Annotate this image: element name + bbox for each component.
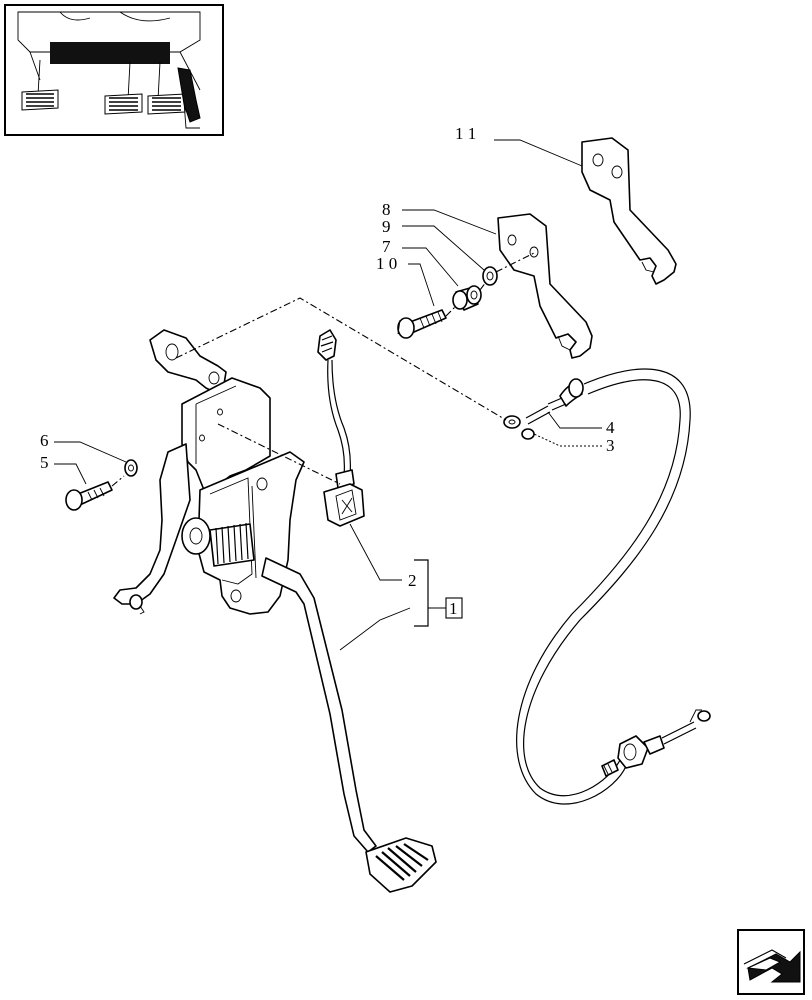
- washer-6: [124, 459, 138, 477]
- callout-3: 3: [606, 436, 615, 455]
- callout-labels: 1 1 8 9 7 1 0 6 5 4 3 2 1: [40, 124, 615, 619]
- bracket-8: [497, 213, 593, 359]
- callout-11: 1 1: [455, 124, 476, 143]
- next-page-arrow-icon[interactable]: [737, 929, 805, 995]
- axis-line-bolt5: [111, 475, 125, 487]
- assembly-line-main: [175, 297, 507, 421]
- callout-5: 5: [40, 453, 49, 472]
- bolt-10: [397, 309, 447, 339]
- bracket-11: [581, 137, 677, 285]
- callout-6: 6: [40, 431, 49, 450]
- return-spring: [181, 517, 255, 567]
- callout-7: 7: [382, 237, 391, 256]
- callout-8: 8: [382, 200, 391, 219]
- leader-lines: [54, 139, 602, 651]
- clutch-pedal: [261, 557, 437, 893]
- pedal-switch: [317, 329, 365, 527]
- bolt-5: [65, 481, 113, 511]
- thumbnail-cab-floor: [17, 11, 201, 101]
- location-thumbnail[interactable]: [4, 4, 224, 136]
- callout-2: 2: [408, 571, 417, 590]
- control-cable: [503, 368, 711, 805]
- clip-3: [521, 428, 535, 440]
- callout-9: 9: [382, 217, 391, 236]
- callout-4: 4: [606, 418, 615, 437]
- washer-9: [482, 266, 498, 286]
- callout-10: 1 0: [376, 254, 397, 273]
- spacer-7: [452, 285, 482, 311]
- callout-1-box: 1: [445, 597, 463, 619]
- axis-line-bracket8: [445, 251, 537, 317]
- callout-1: 1: [449, 599, 458, 618]
- pedal-pad: [365, 837, 437, 893]
- thumbnail-pedals: [21, 67, 201, 129]
